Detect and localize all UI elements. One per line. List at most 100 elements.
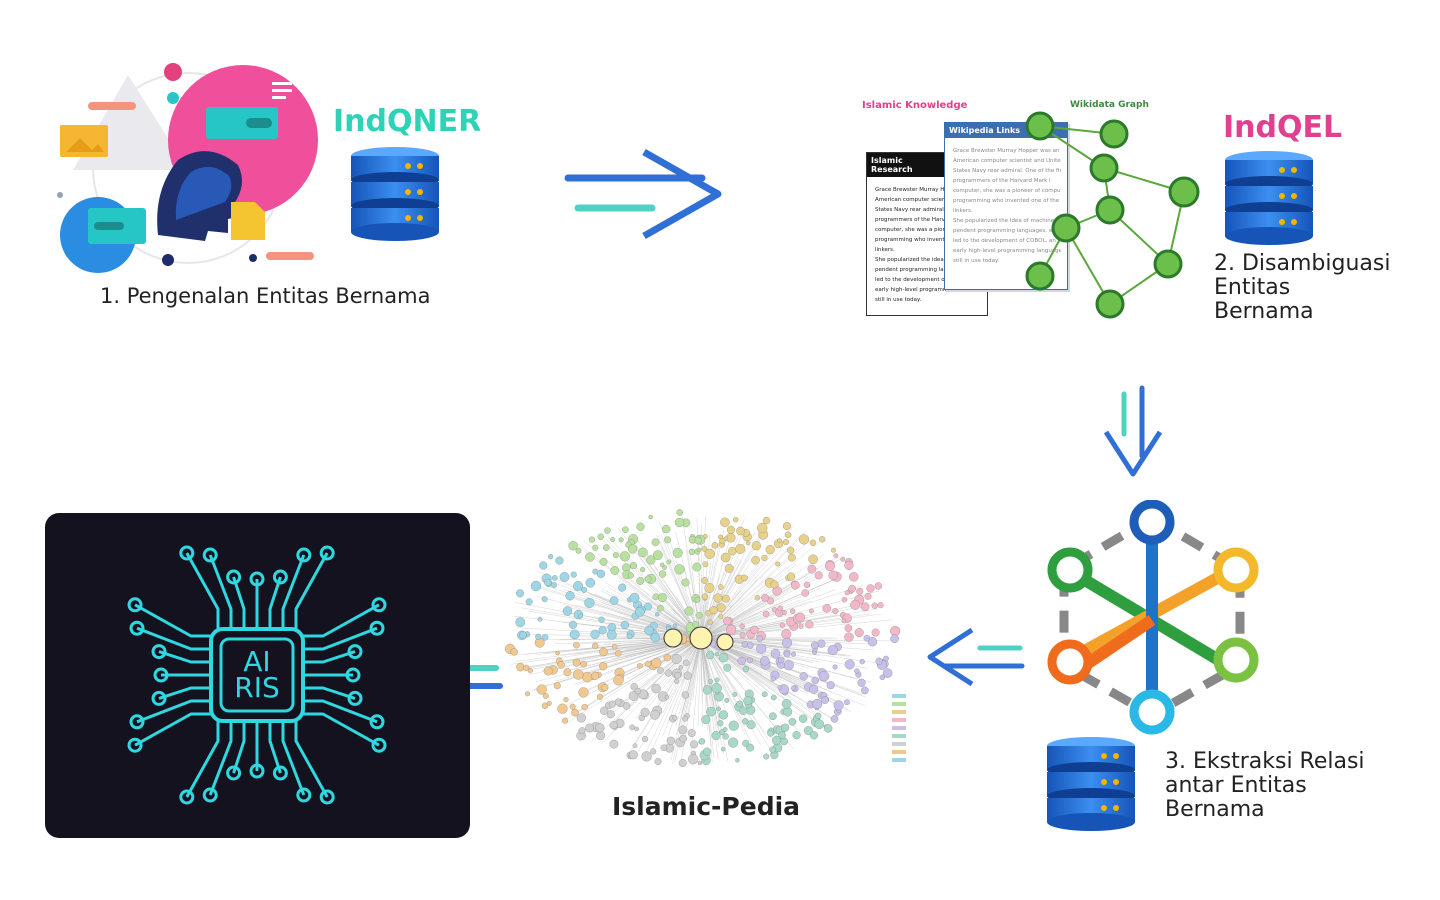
text-line: computer, she was a pione — [875, 227, 950, 233]
graph-node — [724, 564, 734, 573]
graph-node — [641, 751, 652, 762]
step3-caption-line2: antar Entitas — [1165, 773, 1307, 798]
graph-node — [541, 634, 549, 641]
graph-node — [841, 596, 848, 603]
graph-node — [809, 731, 819, 740]
graph-node — [530, 580, 542, 592]
graph-node — [541, 596, 548, 603]
circuit-node — [179, 789, 195, 805]
graph-node — [756, 635, 763, 642]
legend-swatch — [892, 758, 906, 762]
airis-line2: RIS — [234, 671, 280, 704]
graph-node — [544, 578, 552, 587]
graph-node — [795, 612, 806, 623]
graph-node — [825, 561, 835, 571]
graph-node — [626, 633, 633, 640]
graph-node — [879, 674, 886, 681]
circuit-node — [153, 667, 169, 683]
graph-node — [527, 668, 533, 674]
graph-node — [565, 591, 575, 601]
graph-node — [706, 651, 715, 660]
graph-node — [685, 641, 691, 647]
graph-node — [599, 662, 608, 671]
graph-node — [833, 553, 839, 559]
graph-node — [720, 517, 730, 528]
graph-node — [704, 548, 715, 559]
graph-node — [832, 664, 838, 670]
graph-node — [632, 743, 638, 749]
graph-node — [630, 683, 638, 691]
graph-node — [640, 707, 650, 717]
graph-node — [713, 593, 723, 603]
graph-node — [575, 547, 582, 554]
graph-node — [568, 541, 578, 551]
graph-node — [683, 659, 690, 666]
graph-node — [542, 693, 549, 699]
graph-node — [690, 740, 698, 749]
graph-node — [717, 720, 724, 727]
circuit-node — [226, 569, 242, 585]
graph-node — [692, 621, 699, 628]
graph-node — [657, 593, 667, 603]
step2-caption: 2. Disambiguasi Entitas Bernama — [1214, 252, 1390, 324]
graph-node — [801, 589, 809, 597]
text-line: She popularized the idea o — [875, 257, 949, 263]
graph-node — [871, 628, 880, 637]
text-line: American computer scientis — [875, 197, 953, 203]
legend-swatch — [892, 694, 906, 698]
graph-hub-node — [689, 626, 713, 650]
graph-node — [716, 706, 721, 712]
graph-node — [676, 509, 683, 516]
circuit-node — [345, 667, 361, 683]
graph-node — [732, 692, 738, 697]
text-line: programmers of the Harvard Mark I — [953, 178, 1051, 184]
graph-node — [590, 629, 600, 639]
graph-node — [592, 642, 599, 650]
graph-node — [809, 539, 817, 546]
graph-node — [614, 650, 622, 657]
graph-node — [620, 620, 630, 630]
graph-node — [788, 553, 796, 562]
circuit-node — [129, 714, 145, 730]
graph-node — [762, 691, 768, 697]
graph-node — [519, 631, 527, 639]
graph-node — [606, 629, 617, 640]
arrow-right-icon — [562, 146, 727, 242]
graph-node — [576, 713, 586, 723]
wikidata-graph — [1022, 104, 1212, 324]
graph-node — [657, 667, 664, 674]
graph-node — [681, 691, 690, 699]
graph-node — [634, 726, 639, 732]
graph-node — [698, 738, 706, 745]
graph-node — [844, 659, 855, 670]
graph-node — [515, 617, 526, 628]
graph-node — [736, 700, 743, 708]
graph-node — [783, 707, 793, 717]
graph-node — [646, 555, 656, 565]
legend-swatch — [892, 750, 906, 754]
graph-node — [618, 583, 627, 592]
graph-node — [822, 604, 832, 613]
graph-node — [809, 684, 819, 694]
text-line: early high-level programmi — [875, 287, 950, 293]
graph-node — [723, 663, 732, 672]
graph-node — [588, 536, 595, 543]
graph-node — [694, 596, 701, 603]
graph-node — [848, 584, 856, 593]
graph-node — [781, 629, 792, 639]
graph-node — [746, 657, 753, 664]
graph-node — [819, 536, 826, 543]
graph-node — [791, 651, 796, 657]
graph-node — [629, 592, 640, 603]
graph-node — [844, 699, 850, 706]
graph-node — [714, 677, 720, 683]
graph-node — [721, 747, 726, 752]
text-line: computer, she was a pioneer of computer — [953, 188, 1061, 194]
graph-node — [663, 654, 671, 662]
graph-node — [859, 658, 865, 665]
graph-node — [739, 623, 745, 629]
graph-node — [854, 668, 860, 674]
graph-node — [598, 616, 605, 623]
graph-node — [629, 724, 636, 731]
graph-node — [844, 632, 854, 642]
